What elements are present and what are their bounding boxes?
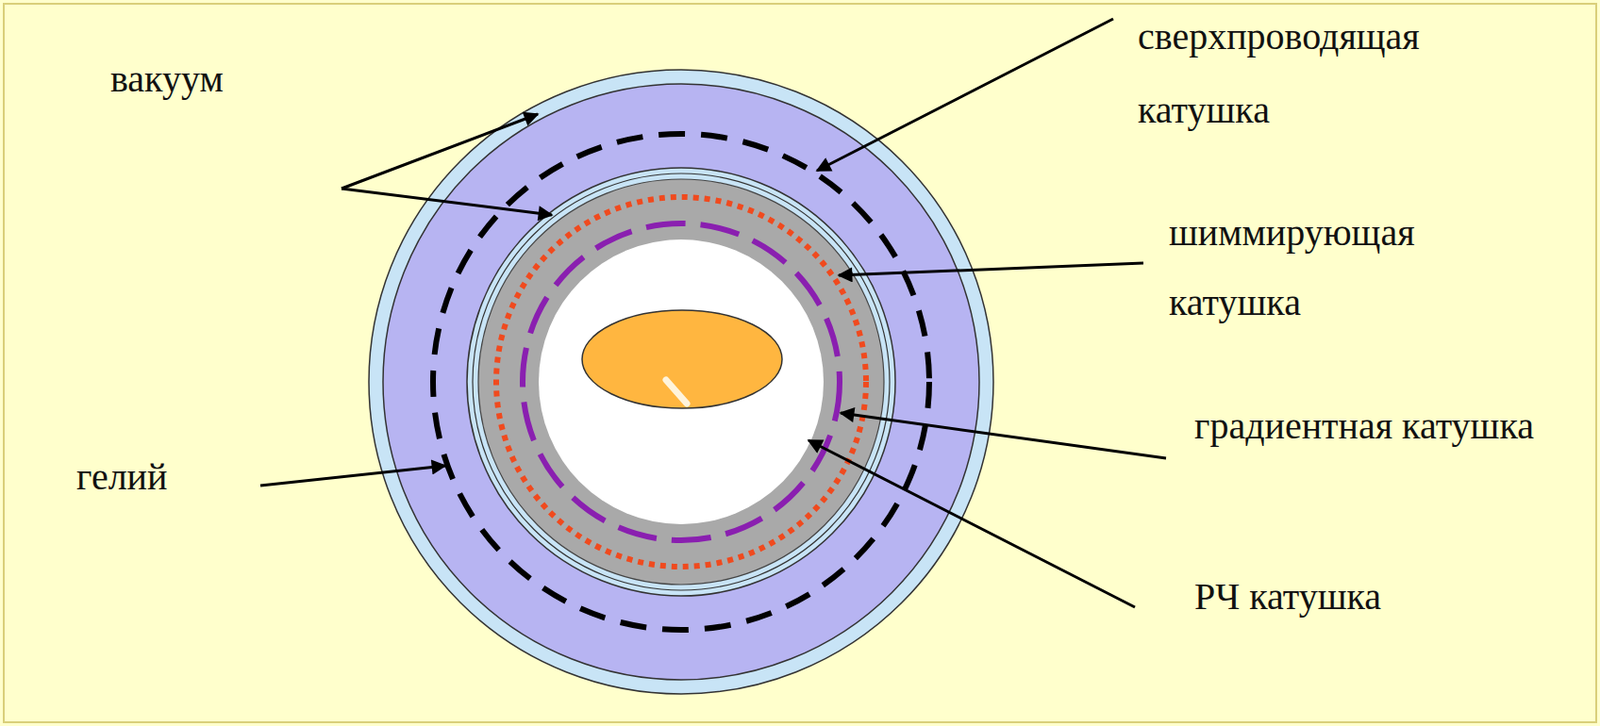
- part-label: градиентная катушка: [1194, 391, 1553, 462]
- part-label: сверхпроводящая катушка: [1137, 0, 1497, 148]
- inner-vacuum: [466, 167, 896, 597]
- leader-arrow: [808, 440, 1135, 608]
- outer-vacuum: [368, 69, 994, 695]
- coil-former: [478, 179, 884, 585]
- part-label: шиммирующая катушка: [1168, 198, 1528, 338]
- leader-arrow: [816, 18, 1114, 171]
- gradient-coil: [522, 223, 840, 541]
- leader-arrow: [260, 466, 446, 486]
- leader-arrow: [840, 413, 1167, 459]
- part-label: гелий: [76, 444, 322, 511]
- helium-vessel: [383, 83, 980, 681]
- highlight: [666, 380, 687, 404]
- leader-arrow: [341, 114, 538, 189]
- part-label: РЧ катушка: [1194, 564, 1572, 631]
- bore: [538, 239, 824, 525]
- inner-wall: [472, 173, 890, 591]
- part-label: вакуум: [110, 46, 394, 113]
- leader-arrow: [341, 188, 552, 216]
- leader-arrow: [838, 263, 1144, 276]
- shim-coil: [496, 197, 867, 567]
- patient: [582, 310, 783, 409]
